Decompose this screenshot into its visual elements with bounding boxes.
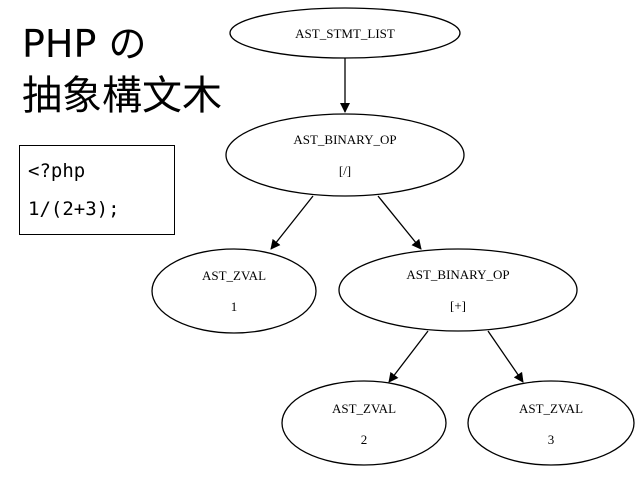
code-snippet-box: <?php 1/(2+3);: [19, 145, 175, 235]
tree-node-zval-1: AST_ZVAL 1: [151, 248, 317, 334]
tree-node-zval-3: AST_ZVAL 3: [467, 380, 635, 466]
node-zval-1-label: AST_ZVAL: [202, 268, 266, 283]
node-zval-1-value: 1: [231, 299, 238, 314]
edge-binary-div-to-binary-add: [377, 195, 422, 250]
tree-node-binary-add: AST_BINARY_OP [+]: [338, 248, 578, 332]
tree-edges: [270, 58, 524, 383]
tree-node-binary-div: AST_BINARY_OP [/]: [225, 113, 465, 197]
code-line-2: 1/(2+3);: [28, 198, 120, 220]
edge-binary-div-to-zval-1: [270, 195, 314, 250]
tree-node-root: AST_STMT_LIST: [229, 7, 461, 59]
node-binary-add-label: AST_BINARY_OP: [406, 267, 509, 282]
page-title-line-1: PHP の: [22, 22, 147, 66]
node-zval-2-value: 2: [361, 432, 368, 447]
page-title-line-2: 抽象構文木: [22, 73, 222, 119]
node-zval-3-value: 3: [548, 432, 555, 447]
node-binary-add-value: [+]: [450, 298, 466, 313]
node-root-label: AST_STMT_LIST: [295, 26, 395, 41]
node-zval-3-label: AST_ZVAL: [519, 401, 583, 416]
node-binary-div-label: AST_BINARY_OP: [293, 132, 396, 147]
node-zval-2-label: AST_ZVAL: [332, 401, 396, 416]
tree-node-zval-2: AST_ZVAL 2: [281, 380, 447, 466]
edge-binary-add-to-zval-3: [487, 330, 524, 383]
code-line-1: <?php: [28, 160, 86, 182]
node-binary-div-value: [/]: [339, 163, 351, 178]
edge-binary-add-to-zval-2: [388, 330, 429, 383]
